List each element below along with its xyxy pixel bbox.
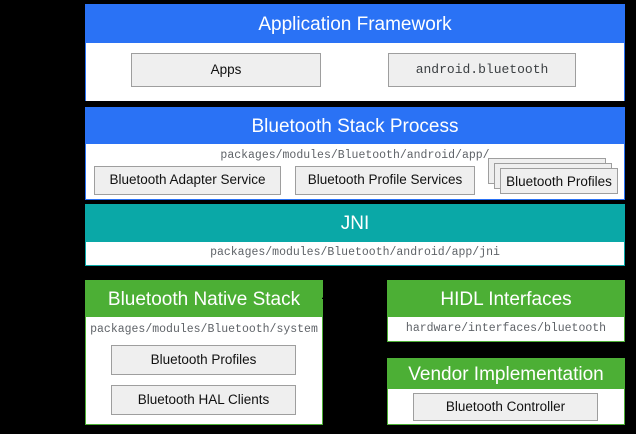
bluetooth-native-stack-path: packages/modules/Bluetooth/system	[90, 323, 318, 336]
connector-arrowhead-left	[322, 294, 329, 302]
vendor-implementation-header: Vendor Implementation	[388, 359, 624, 389]
bluetooth-native-stack-header: Bluetooth Native Stack	[86, 281, 322, 317]
box-bluetooth-profile-services[interactable]: Bluetooth Profile Services	[295, 166, 475, 195]
bluetooth-stack-process-path: packages/modules/Bluetooth/android/app/	[220, 149, 490, 162]
layer-jni: JNI packages/modules/Bluetooth/android/a…	[85, 204, 625, 266]
jni-path: packages/modules/Bluetooth/android/app/j…	[210, 246, 500, 259]
hidl-interfaces-header: HIDL Interfaces	[388, 281, 624, 317]
jni-header: JNI	[86, 205, 624, 242]
stacked-card-front[interactable]: Bluetooth Profiles	[500, 168, 618, 194]
application-framework-body: Apps android.bluetooth	[86, 43, 624, 101]
box-bluetooth-hal-clients[interactable]: Bluetooth HAL Clients	[111, 385, 296, 415]
hidl-interfaces-path: hardware/interfaces/bluetooth	[405, 322, 607, 335]
vendor-implementation-body: Bluetooth Controller	[388, 389, 624, 424]
layer-hidl-interfaces: HIDL Interfaces hardware/interfaces/blue…	[387, 280, 625, 342]
box-bluetooth-controller[interactable]: Bluetooth Controller	[413, 393, 598, 421]
stacked-bluetooth-profiles[interactable]: Bluetooth Profiles	[488, 158, 618, 198]
layer-bluetooth-stack-process: Bluetooth Stack Process packages/modules…	[85, 107, 625, 200]
box-native-bluetooth-profiles[interactable]: Bluetooth Profiles	[111, 345, 296, 375]
box-bluetooth-adapter-service[interactable]: Bluetooth Adapter Service	[94, 166, 281, 195]
application-framework-header: Application Framework	[86, 5, 624, 43]
box-android-bluetooth[interactable]: android.bluetooth	[388, 53, 576, 87]
bluetooth-stack-process-header: Bluetooth Stack Process	[86, 108, 624, 144]
bluetooth-stack-process-body: packages/modules/Bluetooth/android/app/ …	[86, 144, 624, 199]
native-stack-to-hidl-connector	[322, 292, 387, 304]
layer-vendor-implementation: Vendor Implementation Bluetooth Controll…	[387, 358, 625, 425]
layer-bluetooth-native-stack: Bluetooth Native Stack packages/modules/…	[85, 280, 323, 425]
bluetooth-native-stack-body: packages/modules/Bluetooth/system Blueto…	[86, 317, 322, 424]
box-apps[interactable]: Apps	[131, 53, 321, 87]
jni-body: packages/modules/Bluetooth/android/app/j…	[86, 242, 624, 265]
hidl-interfaces-body: hardware/interfaces/bluetooth	[388, 317, 624, 341]
layer-application-framework: Application Framework Apps android.bluet…	[85, 4, 625, 101]
connector-arrowhead-right	[380, 294, 387, 302]
connector-line	[322, 298, 387, 299]
